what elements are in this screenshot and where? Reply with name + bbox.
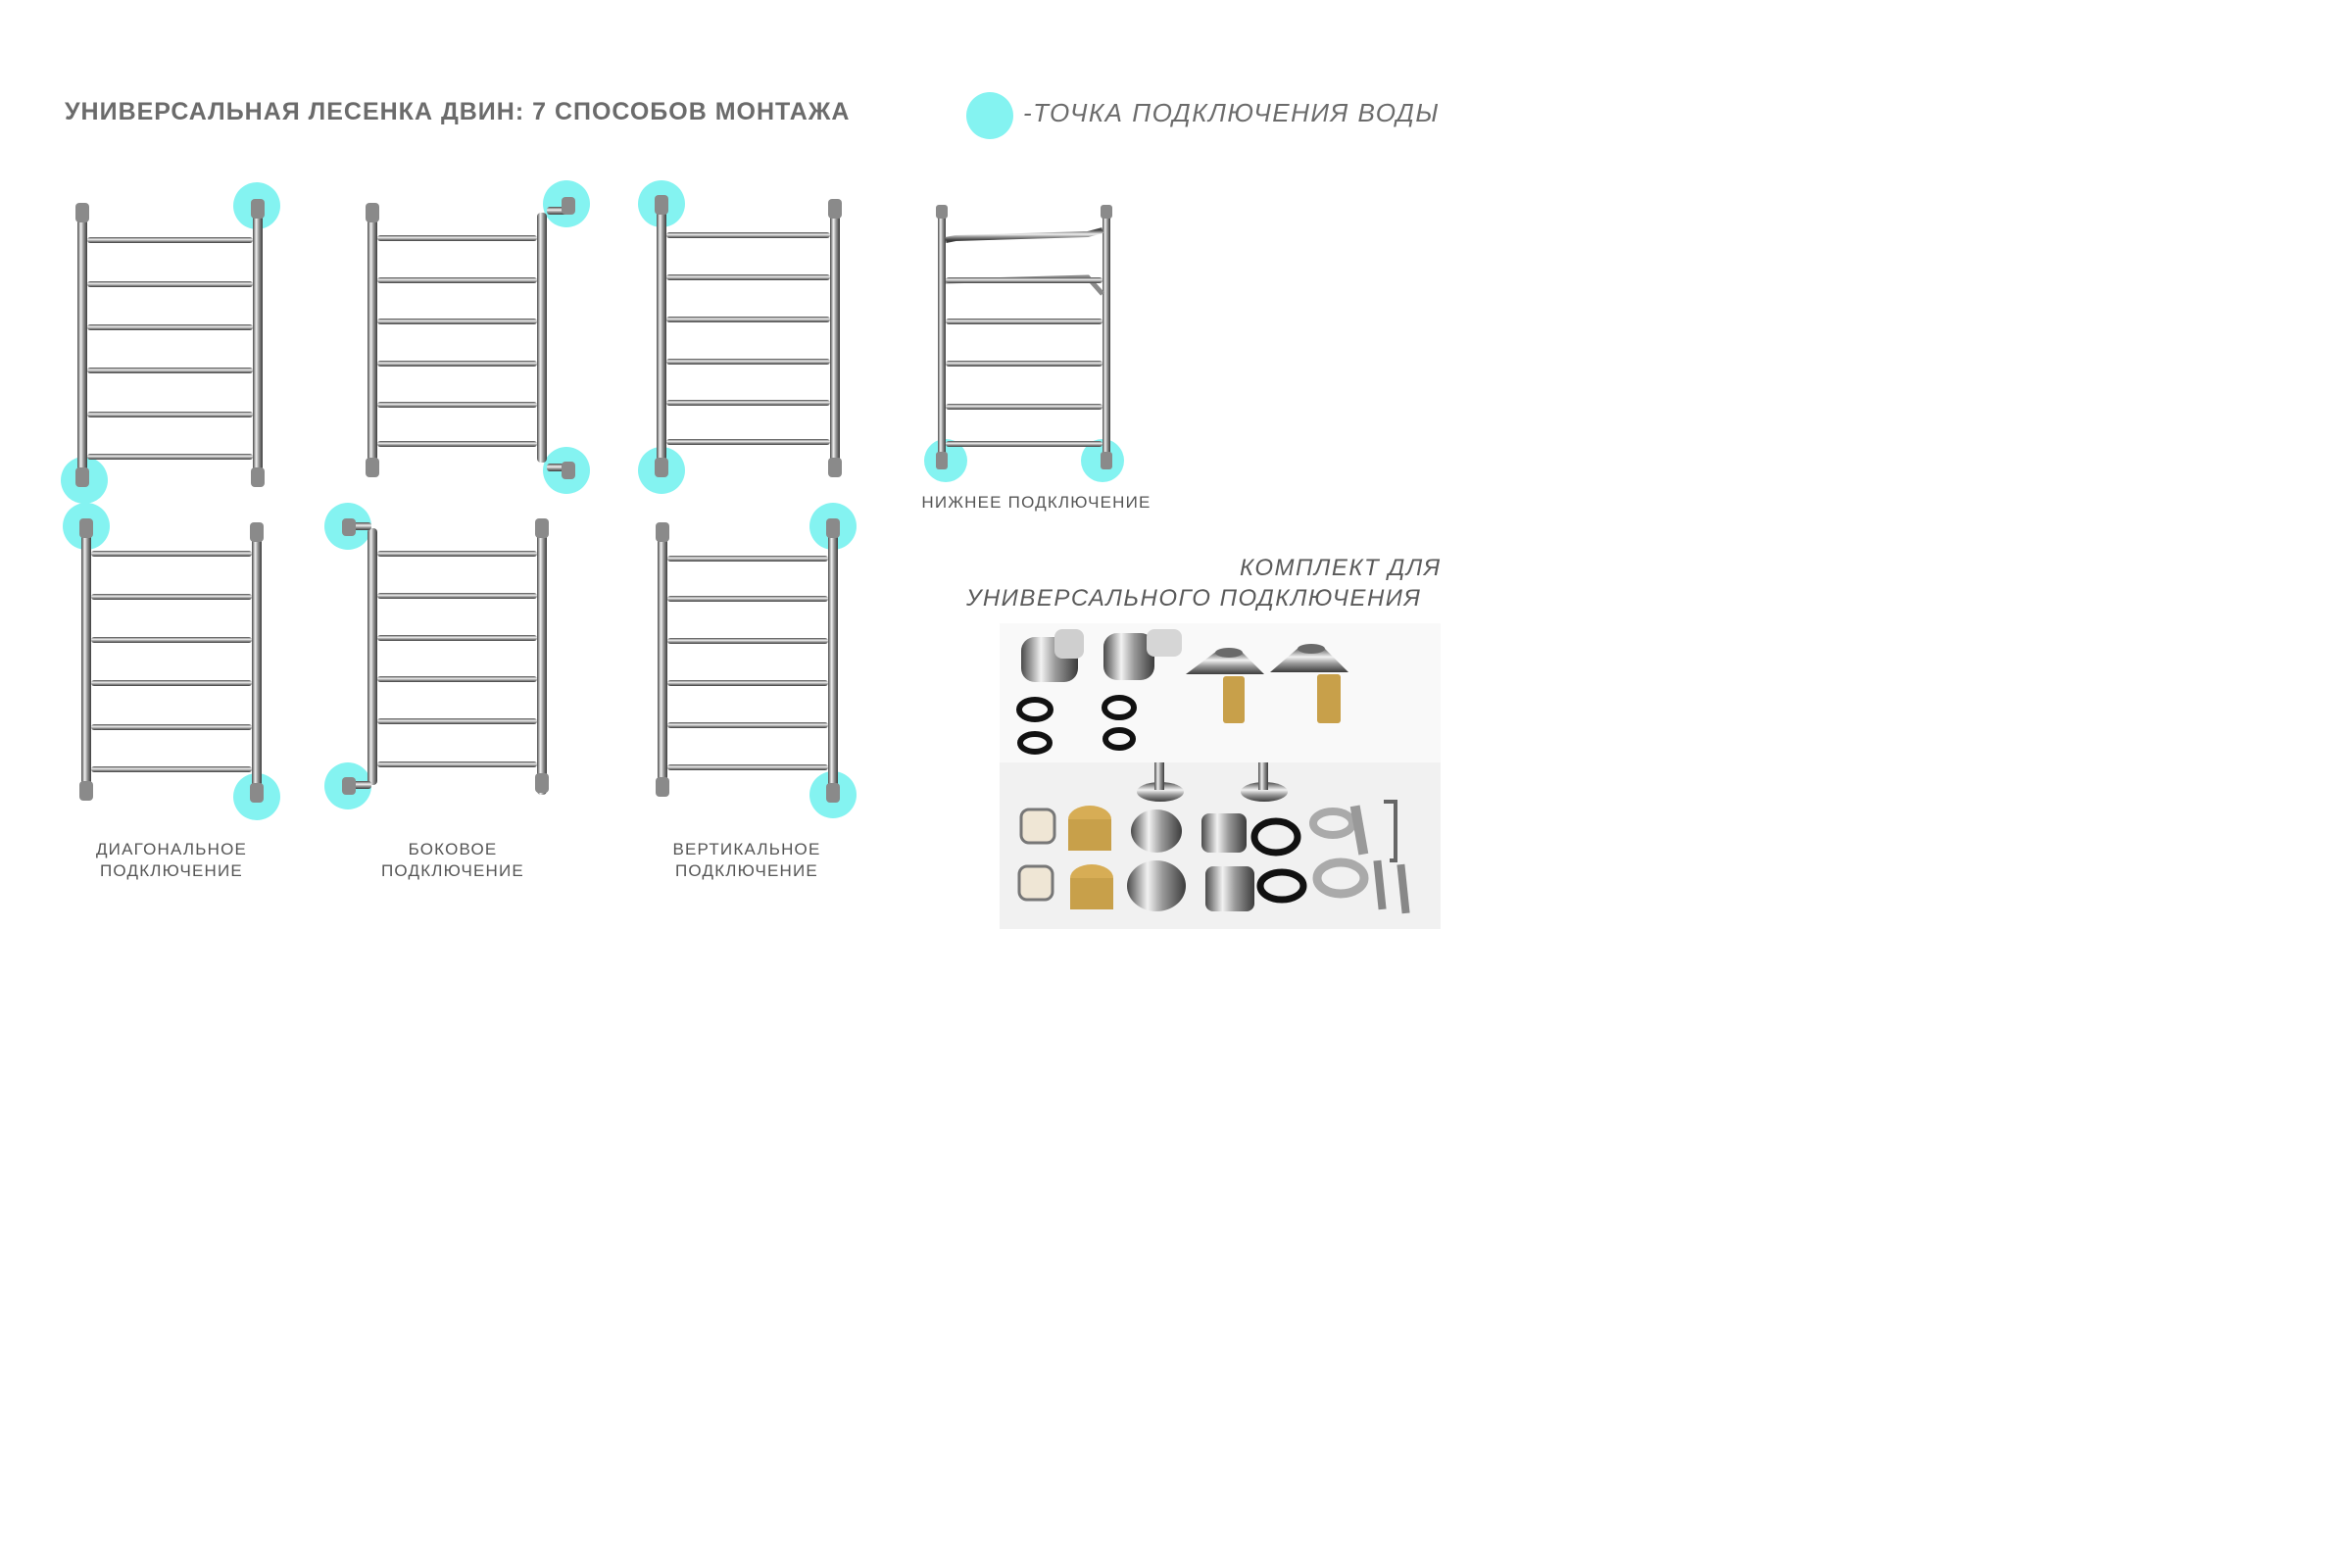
caption-vertical-connection: ВЕРТИКАЛЬНОЕ ПОДКЛЮЧЕНИЕ <box>649 839 845 882</box>
towel-rail-vertical <box>656 503 857 818</box>
caption-line: ДИАГОНАЛЬНОЕ <box>95 840 248 858</box>
caption-line: БОКОВОЕ <box>408 840 498 858</box>
towel-rail-diagonal-1 <box>61 182 280 504</box>
kit-title-line1: КОМПЛЕКТ ДЛЯ <box>1240 555 1442 581</box>
caption-line: ПОДКЛЮЧЕНИЕ <box>381 861 524 880</box>
towel-rail-diagonal-3 <box>63 503 280 820</box>
kit-photo <box>1000 623 1441 929</box>
towel-rail-bottom <box>924 205 1124 482</box>
caption-line: ПОДКЛЮЧЕНИЕ <box>675 861 818 880</box>
caption-diagonal-connection: ДИАГОНАЛЬНОЕ ПОДКЛЮЧЕНИЕ <box>74 839 270 882</box>
page-title: УНИВЕРСАЛЬНАЯ ЛЕСЕНКА ДВИН: 7 СПОСОБОВ М… <box>65 98 851 125</box>
kit-photo-top-row <box>1000 623 1441 762</box>
caption-side-connection: БОКОВОЕ ПОДКЛЮЧЕНИЕ <box>355 839 551 882</box>
towel-rail-diagonal-2 <box>638 180 842 494</box>
caption-text: НИЖНЕЕ ПОДКЛЮЧЕНИЕ <box>921 493 1152 512</box>
legend-label: -ТОЧКА ПОДКЛЮЧЕНИЯ ВОДЫ <box>1023 98 1440 127</box>
towel-rail-side-1 <box>366 180 590 494</box>
caption-line: ВЕРТИКАЛЬНОЕ <box>672 840 821 858</box>
caption-line: ПОДКЛЮЧЕНИЕ <box>100 861 243 880</box>
towel-rail-side-2 <box>324 503 549 809</box>
kit-title-line2: УНИВЕРСАЛЬНОГО ПОДКЛЮЧЕНИЯ <box>966 585 1422 612</box>
legend-connection-point-marker <box>966 92 1013 139</box>
kit-photo-bottom-row <box>1000 762 1441 929</box>
caption-bottom-connection: НИЖНЕЕ ПОДКЛЮЧЕНИЕ <box>911 492 1161 514</box>
